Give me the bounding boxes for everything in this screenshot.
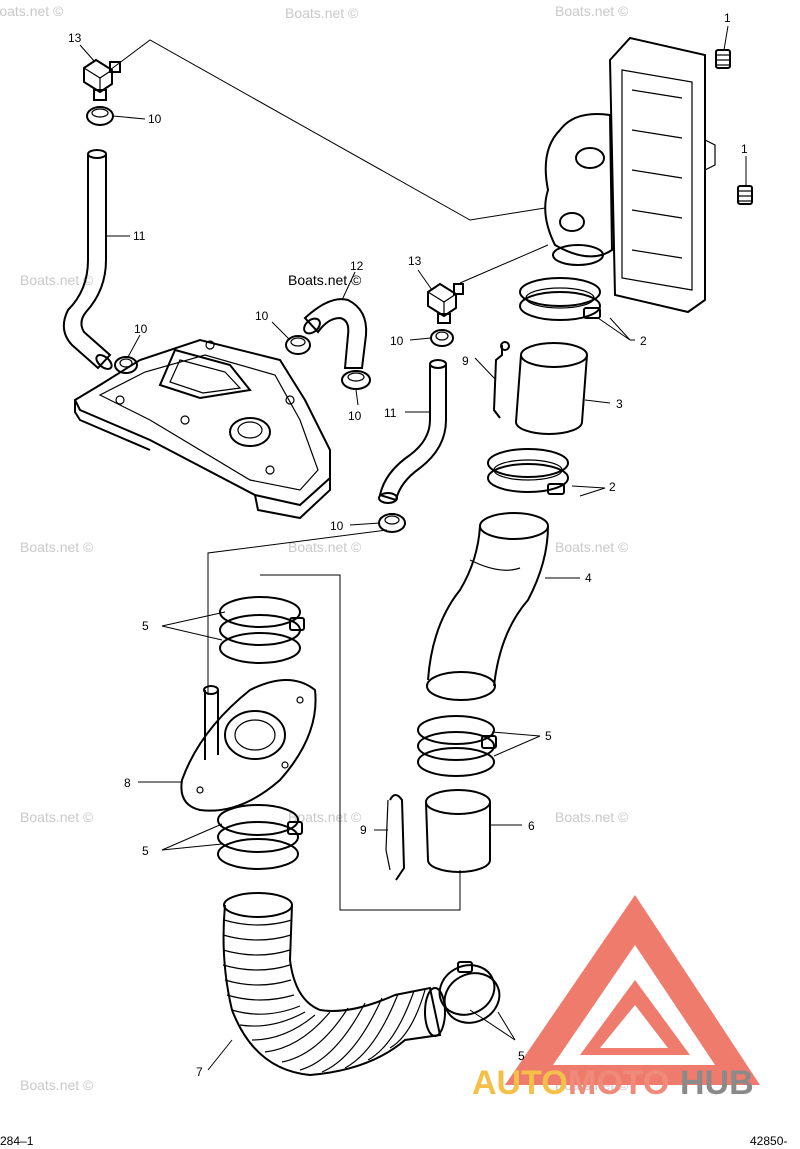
part-label-13: 13	[408, 254, 422, 268]
part-label-5: 5	[518, 1049, 525, 1063]
watermark-dark: Boats.net ©	[288, 272, 362, 288]
part-label-10: 10	[348, 409, 362, 423]
logo-text-moto: MOTO	[568, 1064, 669, 1102]
hose-clamps-5-bottom	[438, 961, 501, 1024]
part-label-10: 10	[390, 334, 404, 348]
part-label-13: 13	[68, 31, 82, 45]
elbow-fitting-13-top	[83, 58, 121, 101]
elbow-hose-12	[303, 298, 368, 369]
logo-text-auto: AUTO	[472, 1064, 568, 1102]
part-label-6: 6	[528, 819, 535, 833]
part-label-4: 4	[585, 571, 592, 585]
hose-11-right	[378, 359, 447, 504]
watermark-layer: Boats.net © Boats.net © Boats.net © Boat…	[0, 3, 629, 1093]
watermark: Boats.net ©	[20, 809, 94, 825]
leader-lines	[79, 25, 747, 1071]
hose-clamp-10-top	[86, 106, 114, 126]
part-label-2: 2	[609, 480, 616, 494]
spring-clip-9-top	[492, 341, 510, 419]
watermark: Boats.net ©	[555, 3, 629, 19]
watermark: Boats.net ©	[0, 3, 64, 19]
hose-clamps-2-top	[519, 277, 601, 321]
part-label-10: 10	[148, 112, 162, 126]
hose-clamp-10-left	[114, 356, 138, 374]
part-label-11: 11	[133, 229, 146, 243]
adapter-plate	[73, 338, 331, 520]
hose-clamps-2-mid	[487, 448, 569, 495]
watermark: Boats.net ©	[285, 5, 359, 21]
watermark: Boats.net ©	[20, 1077, 94, 1093]
part-labels: 1 1 13 10 11 12 10 10 10 13 10 9 11 3 2 …	[68, 11, 748, 1079]
bent-tube-4	[426, 512, 549, 701]
watermark: Boats.net ©	[288, 809, 362, 825]
plug-part-1-top	[715, 49, 731, 69]
watermark: Boats.net ©	[555, 809, 629, 825]
sleeve-6	[425, 789, 491, 873]
watermark: Boats.net ©	[20, 272, 94, 288]
part-label-5: 5	[142, 844, 149, 858]
watermark: Boats.net ©	[555, 539, 629, 555]
watermark: Boats.net ©	[288, 539, 362, 555]
spring-clip-9-bottom	[385, 794, 406, 881]
hose-clamps-5-left-top	[219, 596, 305, 664]
part-label-3: 3	[616, 397, 623, 411]
figure-code-right: 42850-	[750, 1134, 787, 1148]
elbow-fitting-13-right	[427, 282, 464, 324]
part-label-1: 1	[724, 11, 731, 25]
figure-code-left: 284–1	[0, 1134, 34, 1148]
exhaust-flange-8	[180, 679, 317, 812]
hose-clamp-10-plate	[285, 335, 311, 355]
logo-text-hub: HUB	[680, 1064, 754, 1102]
part-label-5: 5	[142, 619, 149, 633]
part-label-5: 5	[545, 729, 552, 743]
sleeve-3	[515, 342, 588, 435]
part-label-10: 10	[255, 309, 269, 323]
part-label-1: 1	[741, 142, 748, 156]
logo-wordmark: AUTO MOTO HUB	[472, 1064, 754, 1102]
exhaust-manifold	[544, 36, 716, 314]
part-label-9: 9	[462, 354, 469, 368]
part-label-2: 2	[640, 334, 647, 348]
watermark: Boats.net ©	[20, 539, 94, 555]
part-label-11: 11	[384, 406, 397, 420]
part-label-10: 10	[330, 519, 344, 533]
hose-11-left	[62, 149, 113, 370]
hose-clamp-10-mid	[341, 370, 371, 390]
part-label-8: 8	[124, 776, 131, 790]
part-label-12: 12	[350, 259, 364, 273]
corrugated-hose-7	[222, 892, 446, 1077]
hose-clamp-10-lower	[378, 513, 406, 533]
part-label-7: 7	[196, 1065, 203, 1079]
hose-clamps-5-left-bottom	[217, 804, 303, 870]
hose-clamps-5-right	[417, 715, 497, 777]
assembly-lines	[109, 39, 549, 911]
plug-part-1-right	[737, 185, 753, 205]
hose-clamp-10-right	[430, 329, 454, 347]
part-label-9: 9	[360, 823, 367, 837]
part-label-10: 10	[134, 322, 148, 336]
logo-triangle	[505, 895, 760, 1085]
